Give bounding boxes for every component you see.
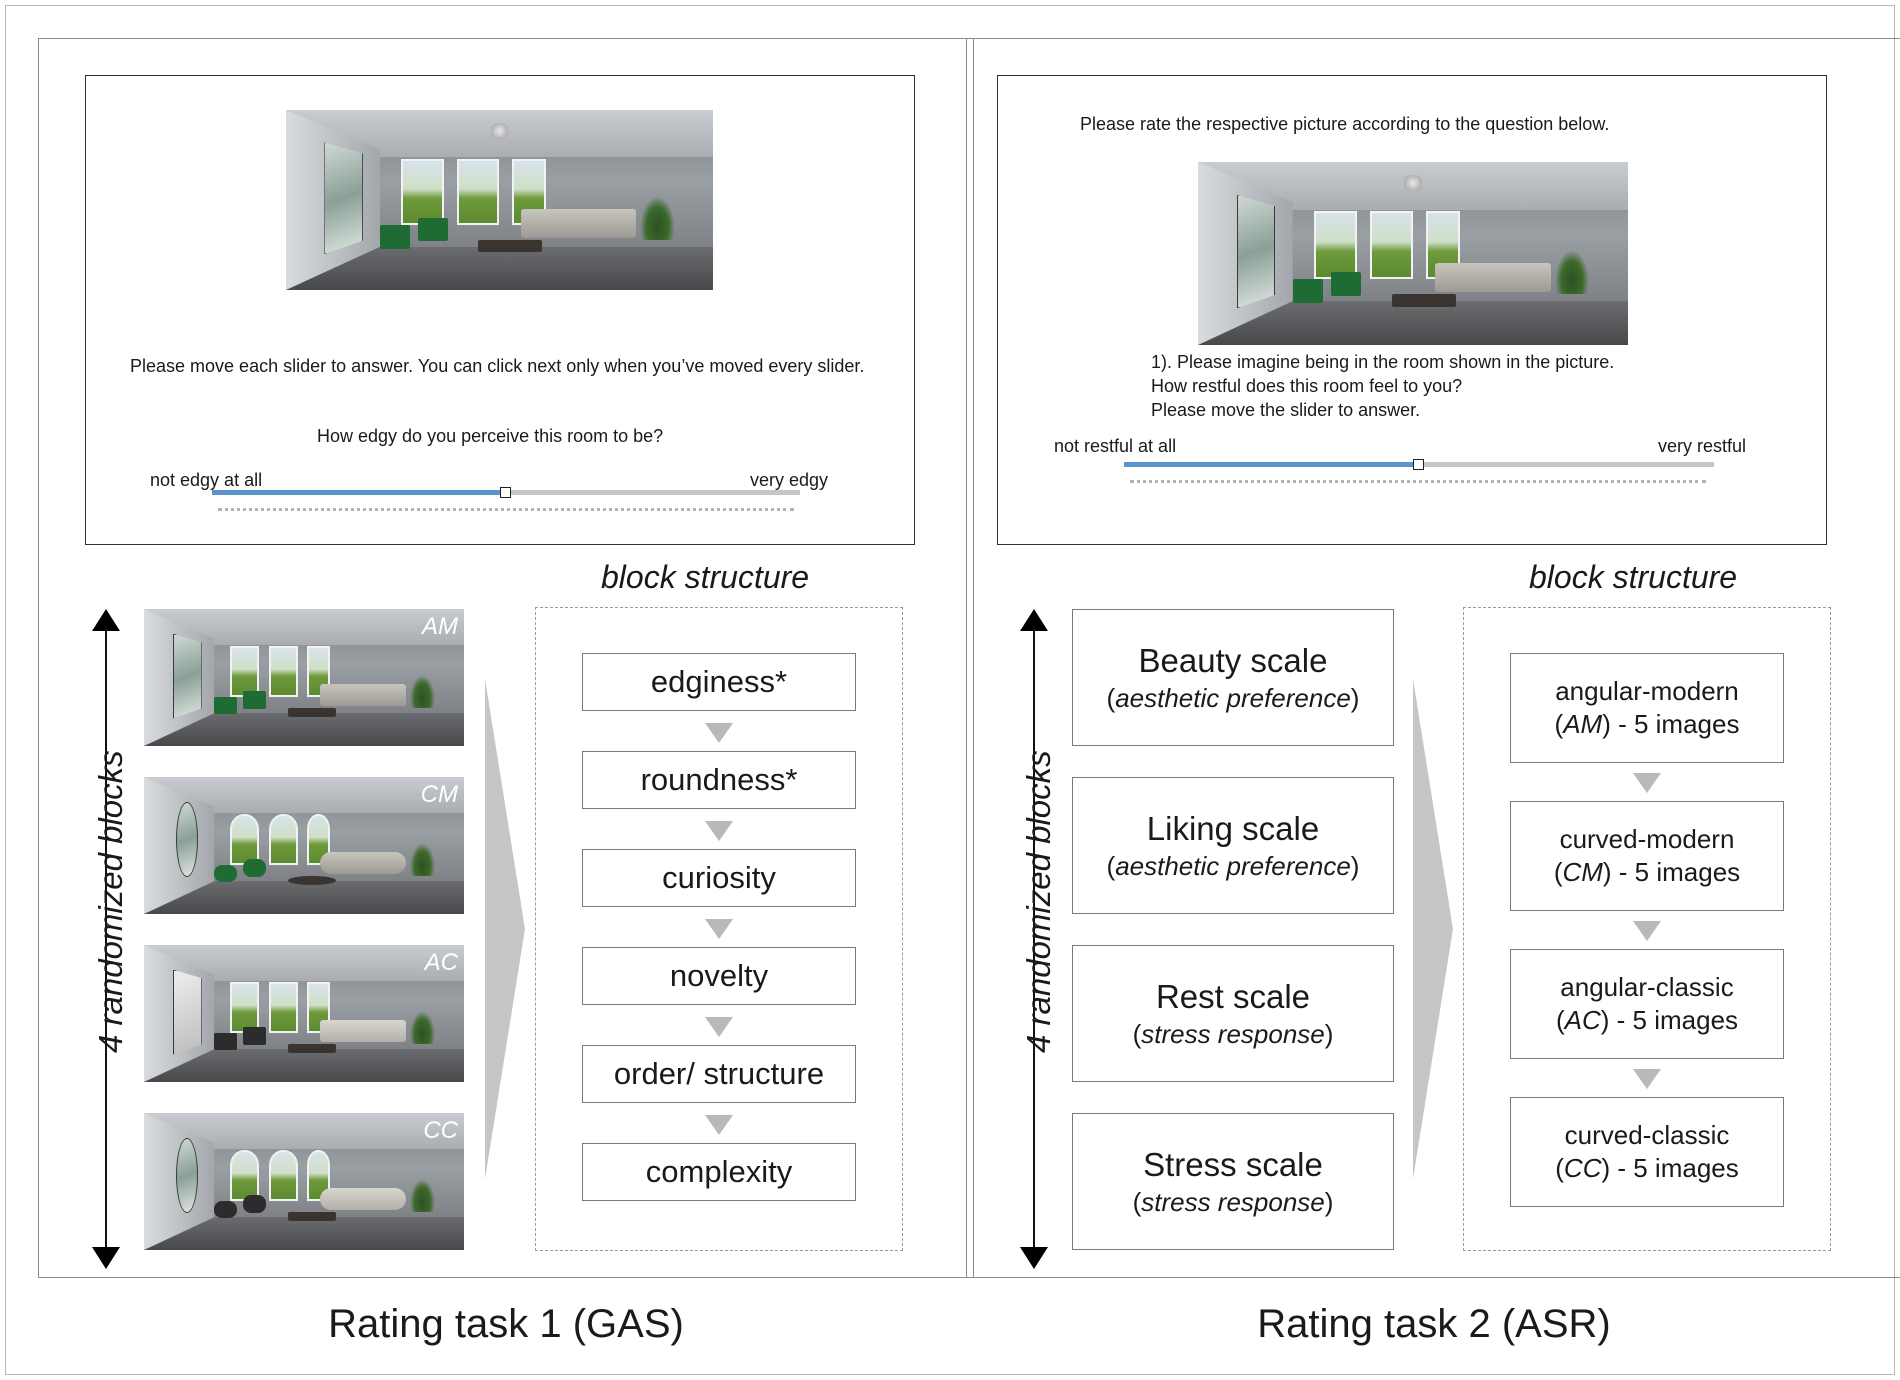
big-arrow-right-icon: [485, 679, 525, 1179]
block-code-cm: CM: [420, 781, 458, 808]
big-arrow-right-icon: [1413, 679, 1453, 1179]
axis-line: [105, 629, 107, 1249]
block-thumbnail-cm: CM: [144, 777, 464, 914]
scale-subtitle: (aesthetic preference): [1106, 682, 1360, 713]
step-box-cc: curved-classic (CC) - 5 images: [1510, 1097, 1784, 1207]
slider-dotted-line: [1130, 480, 1706, 483]
step-box: novelty: [582, 947, 856, 1005]
axis-label: 4 randomized blocks: [1020, 750, 1057, 1053]
task2-panel: Please rate the respective picture accor…: [966, 38, 1900, 1278]
scale-box-rest: Rest scale (stress response): [1072, 945, 1394, 1082]
step-box-cm: curved-modern (CM) - 5 images: [1510, 801, 1784, 911]
scale-subtitle: (stress response): [1132, 1186, 1334, 1217]
scale-name: Liking scale: [1146, 809, 1320, 847]
block-structure-title: block structure: [601, 559, 810, 595]
axis-label: 4 randomized blocks: [92, 750, 129, 1053]
block-thumbnail-am: AM: [144, 609, 464, 746]
down-triangle-icon: [1633, 921, 1661, 941]
block-thumbnail-ac: AC: [144, 945, 464, 1082]
arrow-up-icon: [92, 609, 120, 631]
header-text: Please rate the respective picture accor…: [1080, 114, 1610, 134]
step-line-2: (AM) - 5 images: [1554, 709, 1740, 739]
slider-handle[interactable]: [1413, 459, 1424, 470]
block-structure-box: [1463, 607, 1831, 1251]
question-line-1: 1). Please imagine being in the room sho…: [1151, 352, 1615, 372]
scale-subtitle: (stress response): [1132, 1018, 1334, 1049]
step-line-1: angular-classic: [1560, 972, 1734, 1002]
step-line-2: (CC) - 5 images: [1555, 1153, 1739, 1183]
scale-name: Rest scale: [1155, 977, 1311, 1015]
task1-screen-mockup: Please move each slider to answer. You c…: [85, 75, 915, 545]
room-image: [286, 110, 713, 290]
scale-name: Stress scale: [1143, 1145, 1323, 1183]
slider-handle[interactable]: [500, 487, 511, 498]
step-line-1: curved-modern: [1559, 824, 1735, 854]
slider-fill: [1124, 462, 1419, 467]
block-code-am: AM: [422, 613, 458, 640]
task2-caption: Rating task 2 (ASR): [1257, 1302, 1611, 1346]
question-line-3: Please move the slider to answer.: [1151, 400, 1421, 420]
down-triangle-icon: [1633, 773, 1661, 793]
arrow-up-icon: [1020, 609, 1048, 631]
slider-right-label: very restful: [1658, 436, 1747, 456]
block-structure-box: [535, 607, 903, 1251]
step-line-1: angular-modern: [1555, 676, 1739, 706]
axis-line: [1033, 629, 1035, 1249]
block-code-cc: CC: [423, 1117, 458, 1144]
scale-box-stress: Stress scale (stress response): [1072, 1113, 1394, 1250]
slider-right-label: very edgy: [750, 470, 829, 490]
arrow-down-icon: [1020, 1247, 1048, 1269]
arrow-down-icon: [92, 1247, 120, 1269]
scale-box-liking: Liking scale (aesthetic preference): [1072, 777, 1394, 914]
task1-caption: Rating task 1 (GAS): [328, 1302, 684, 1346]
question-line-2: How restful does this room feel to you?: [1151, 376, 1463, 396]
down-triangle-icon: [705, 1017, 733, 1037]
room-image: [1198, 162, 1628, 345]
block-thumbnail-cc: CC: [144, 1113, 464, 1250]
step-box-ac: angular-classic (AC) - 5 images: [1510, 949, 1784, 1059]
step-box: order/ structure: [582, 1045, 856, 1103]
instructions-text: Please move each slider to answer. You c…: [130, 356, 865, 376]
down-triangle-icon: [705, 1115, 733, 1135]
block-code-ac: AC: [424, 949, 458, 976]
step-box: curiosity: [582, 849, 856, 907]
step-box: edginess*: [582, 653, 856, 711]
slider-fill: [212, 490, 506, 495]
step-box: roundness*: [582, 751, 856, 809]
down-triangle-icon: [705, 723, 733, 743]
figure-frame: [5, 5, 1895, 1375]
scale-subtitle: (aesthetic preference): [1106, 850, 1360, 881]
scale-box-beauty: Beauty scale (aesthetic preference): [1072, 609, 1394, 746]
slider-left-label: not edgy at all: [150, 470, 263, 490]
step-line-2: (AC) - 5 images: [1555, 1005, 1739, 1035]
down-triangle-icon: [1633, 1069, 1661, 1089]
task2-screen-mockup: Please rate the respective picture accor…: [997, 75, 1827, 545]
down-triangle-icon: [705, 821, 733, 841]
step-line-1: curved-classic: [1564, 1120, 1730, 1150]
block-structure-title: block structure: [1529, 559, 1738, 595]
slider-left-label: not restful at all: [1054, 436, 1177, 456]
step-box-am: angular-modern (AM) - 5 images: [1510, 653, 1784, 763]
slider-dotted-line: [218, 508, 794, 511]
step-box: complexity: [582, 1143, 856, 1201]
step-line-2: (CM) - 5 images: [1553, 857, 1741, 887]
task1-panel: Please move each slider to answer. You c…: [38, 38, 974, 1278]
scale-name: Beauty scale: [1138, 641, 1328, 679]
down-triangle-icon: [705, 919, 733, 939]
question-text: How edgy do you perceive this room to be…: [317, 426, 664, 446]
